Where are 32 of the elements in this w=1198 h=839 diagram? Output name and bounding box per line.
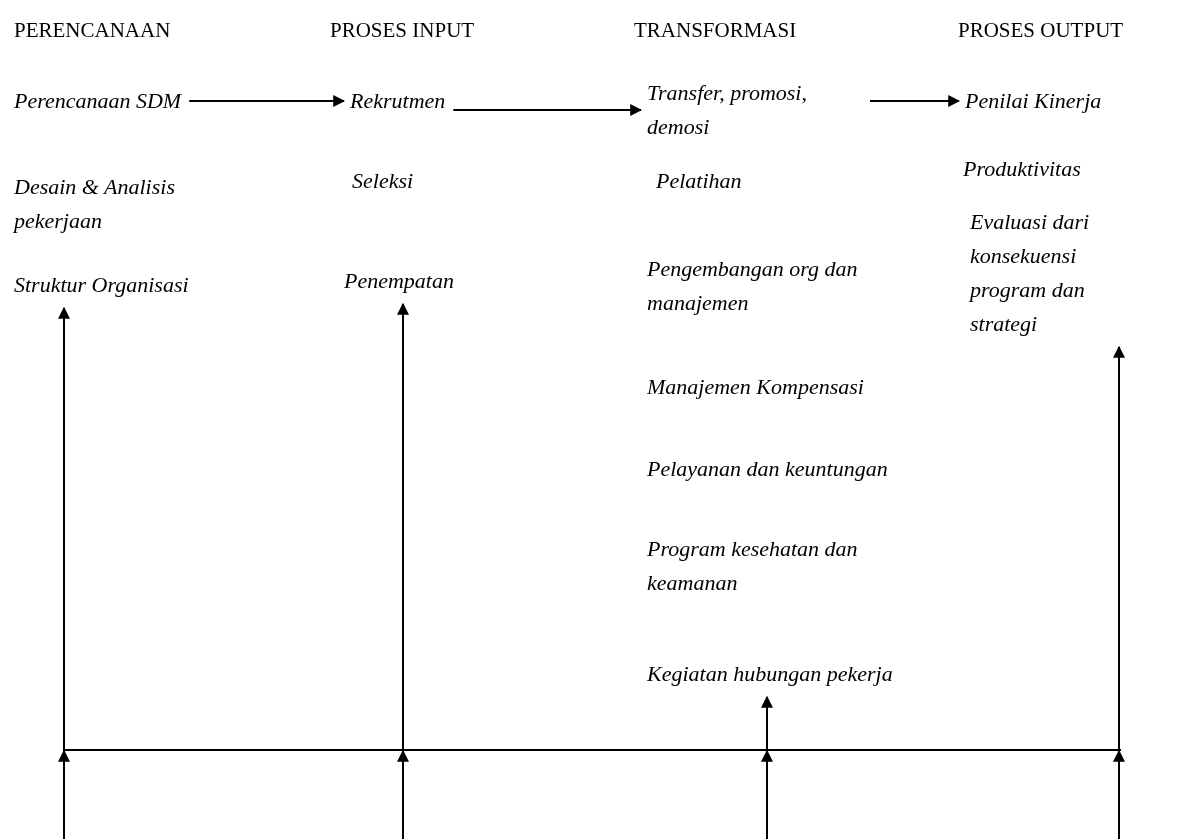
activity-text: Pengembangan org dan manajemen — [647, 252, 947, 320]
activity-text: Pelayanan dan keuntungan — [647, 452, 888, 486]
arrow — [452, 104, 643, 116]
arrow — [1113, 749, 1125, 839]
arrow — [869, 95, 961, 107]
connector-bar — [63, 749, 1121, 751]
activity-text: Rekrutmen — [350, 84, 446, 118]
activity-text: Perencanaan SDM — [14, 84, 182, 118]
activity-text: Manajemen Kompensasi — [647, 370, 864, 404]
arrow — [397, 302, 409, 750]
activity-text: Transfer, promosi, demosi — [647, 76, 862, 144]
arrow — [397, 749, 409, 839]
activity-text: Pelatihan — [656, 164, 742, 198]
arrow — [761, 695, 773, 750]
arrow — [58, 749, 70, 839]
activity-text: Struktur Organisasi — [14, 268, 189, 302]
activity-text: Evaluasi dari konsekuensi program dan strategi — [970, 205, 1135, 341]
activity-text: Program kesehatan dan keamanan — [647, 532, 937, 600]
activity-text: Desain & Analisis pekerjaan — [14, 170, 244, 238]
arrow — [1113, 345, 1125, 750]
activity-text: Penempatan — [344, 264, 454, 298]
column-heading: PROSES OUTPUT — [958, 18, 1124, 43]
arrow — [761, 749, 773, 839]
activity-text: Seleksi — [352, 164, 414, 198]
column-heading: PERENCANAAN — [14, 18, 171, 43]
arrow — [188, 95, 346, 107]
activity-text: Penilai Kinerja — [965, 84, 1102, 118]
column-heading: PROSES INPUT — [330, 18, 475, 43]
arrow — [58, 306, 70, 750]
activity-text: Produktivitas — [963, 152, 1081, 186]
activity-text: Kegiatan hubungan pekerja — [647, 657, 893, 691]
column-heading: TRANSFORMASI — [634, 18, 797, 43]
